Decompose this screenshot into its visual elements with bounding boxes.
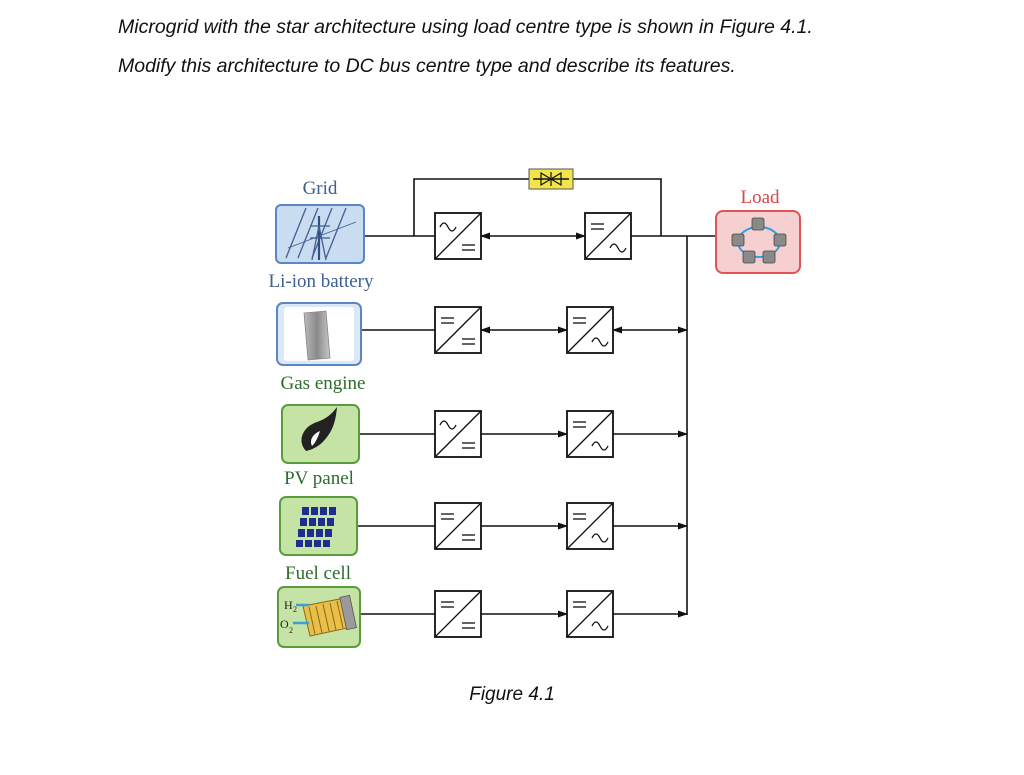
converter-gas-ac-dc [434, 410, 482, 458]
bypass-switch-icon [528, 168, 574, 190]
converter-pv-dc-dc [434, 502, 482, 550]
converter-gas-dc-ac [566, 410, 614, 458]
question-line-2: Modify this architecture to DC bus centr… [118, 55, 736, 77]
question-line-1: Microgrid with the star architecture usi… [118, 16, 813, 38]
fuel-cell-label: Fuel cell [285, 563, 351, 584]
grid-label: Grid [303, 178, 338, 199]
battery-label: Li-ion battery [269, 271, 374, 292]
source-battery: Li-ion battery [269, 271, 374, 366]
load-label: Load [740, 187, 780, 208]
converter-fuelcell-dc-ac [566, 590, 614, 638]
network-nodes-icon [731, 217, 787, 264]
connection-lines [357, 178, 716, 618]
converter-fuelcell-dc-dc [434, 590, 482, 638]
solar-panel-icon [296, 507, 336, 547]
source-pv-panel: PV panel [279, 468, 358, 556]
pv-panel-label: PV panel [284, 468, 354, 489]
question-text: Microgrid with the star architecture usi… [118, 8, 934, 86]
converter-grid-ac-dc [434, 212, 482, 260]
source-grid: Grid [275, 178, 365, 264]
figure-caption: Figure 4.1 [469, 684, 555, 705]
o2-symbol: O [280, 617, 289, 631]
converter-pv-dc-ac [566, 502, 614, 550]
bypass-line [413, 178, 529, 236]
converter-grid-dc-ac [584, 212, 632, 260]
source-fuel-cell: Fuel cell H 2 O 2 [277, 563, 361, 648]
converter-battery-dc-dc [434, 306, 482, 354]
fuel-cell-icon [293, 594, 357, 637]
source-gas-engine: Gas engine [281, 373, 366, 464]
converter-battery-dc-ac [566, 306, 614, 354]
battery-icon [303, 310, 331, 361]
h2-symbol: H [284, 598, 293, 612]
grid-tower-icon [285, 207, 357, 261]
load-block: Load [715, 187, 801, 274]
h2-subscript: 2 [293, 605, 297, 614]
gas-engine-label: Gas engine [281, 373, 366, 394]
o2-subscript: 2 [289, 626, 293, 635]
flame-icon [301, 407, 337, 451]
